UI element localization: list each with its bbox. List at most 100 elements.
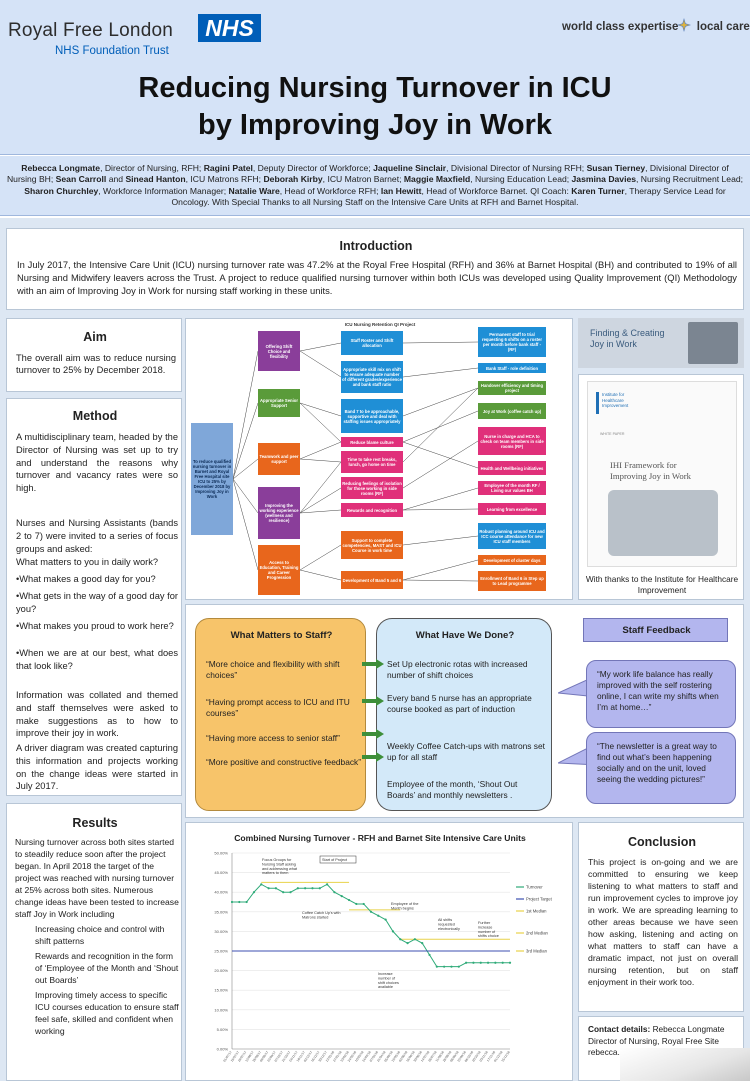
driver-connector [232,478,259,514]
driver-primary-box: Access to Education, Training and Career… [258,545,300,595]
driver-idea-box: Robust planning around ICU and ICC cours… [478,523,546,549]
method-question-3: •What makes you proud to work here? [16,621,174,631]
staff-feedback-banner: Staff Feedback [583,618,728,642]
chart-x-tick: 08/09/18 [449,1050,460,1063]
authors-list: Rebecca Longmate, Director of Nursing, R… [0,156,750,216]
method-paragraph-1: A multidisciplinary team, headed by the … [16,432,178,494]
chart-x-tick: 24/03/18 [361,1050,372,1063]
ihi-banner-line-2: Joy in Work [590,339,637,349]
chart-point [399,938,402,941]
driver-connector [299,569,342,581]
author-role: , ICU Matron Barnet; [322,174,404,185]
driver-secondary-box: Staff Roster and Shift allocation [341,331,403,355]
introduction-text: In July 2017, the Intensive Care Unit (I… [17,259,737,296]
author-role: , Head of Workforce RFH; [279,185,381,196]
chart-point [267,887,270,890]
chart-point [465,961,468,964]
chart-y-tick: 45.00% [214,870,228,875]
driver-idea-box: Permanent staff to trial requesting 6 sh… [478,327,546,357]
conclusion-panel: Conclusion This project is on-going and … [578,822,744,1012]
feedback-bubble-1: “My work life balance has really improve… [586,660,736,728]
ihi-framework-title: IHI Framework for Improving Joy in Work [610,460,691,482]
author-name: Ragini Patel [203,163,253,173]
contact-email[interactable]: rebecca.l [588,1047,622,1057]
chart-point [501,961,504,964]
driver-primary-box: Teamwork and peer support [258,443,300,475]
method-question-2: •What gets in the way of a good day for … [16,591,178,614]
chart-x-tick: 03/11/18 [479,1050,489,1062]
matters-quote-2: “Having prompt access to ICU and ITU cou… [206,697,350,719]
driver-connector [232,402,259,480]
driver-connector [402,559,479,581]
chart-series-turnover [232,883,510,968]
driver-root: To reduce qualified nursing turnover in … [191,423,233,535]
driver-idea-box: Handover efficiency and timing project [478,381,546,395]
aim-title: Aim [83,330,107,344]
driver-diagram-panel: ICU Nursing Retention QI Project To redu… [185,318,573,600]
driver-idea-box: Health and Wellbeing initiatives [478,461,546,475]
driver-idea-box: Joy at Work (coffee catch up) [478,403,546,419]
author-name: Ian Hewitt [380,185,422,196]
results-paragraph: Nursing turnover across both sites start… [15,837,179,919]
driver-connector [299,441,342,460]
driver-secondary-box: Reducing feelings of isolation for those… [341,477,403,499]
chart-point [428,953,431,957]
turnover-chart: 0.00%5.00%10.00%15.00%20.00%25.00%30.00%… [214,851,552,1063]
author-name: Rebecca Longmate [21,163,101,173]
chart-x-tick: 30/06/18 [413,1050,424,1063]
driver-connector [402,487,479,511]
done-action-4: Employee of the month, ‘Shout Out Boards… [387,779,518,801]
driver-connector [299,402,342,443]
results-panel: Results Nursing turnover across both sit… [6,803,182,1081]
chart-title: Combined Nursing Turnover - RFH and Barn… [234,833,526,843]
chart-y-tick: 40.00% [214,890,228,895]
author-name: Sean Carroll [55,174,107,185]
chart-y-tick: 15.00% [214,988,228,993]
author-role: and [106,174,126,185]
chart-point [230,900,234,904]
ihi-framework-line-2: Improving Joy in Work [610,471,691,481]
ihi-photo-icon [688,322,738,364]
chart-point [326,883,329,886]
chart-y-tick: 35.00% [214,909,228,914]
chart-point [406,942,409,945]
ihi-white-paper-label: WHITE PAPER [600,432,625,436]
chart-x-tick: 23/09/17 [266,1050,277,1063]
method-question-4: •When we are at our best, what does that… [16,648,178,671]
done-action-2: Every band 5 nurse has an appropriate co… [387,693,532,715]
ihi-thanks: With thanks to the Institute for Healthc… [585,574,739,595]
driver-secondary-box: Appropriate skill mix on shift to ensure… [341,361,403,393]
chart-x-tick: 13/01/18 [325,1050,336,1063]
chart-x-tick: 15/07/17 [230,1050,241,1063]
chart-x-tick: 10/03/18 [354,1050,365,1063]
chart-x-tick: 02/06/18 [398,1050,409,1063]
driver-primary-box: Offering Shift Choice and flexibility [258,331,300,371]
chart-x-tick: 26/08/17 [252,1050,263,1063]
chart-point [362,902,365,906]
chart-annotation: Start of Project [322,858,348,862]
chart-point [479,961,482,964]
author-name: Maggie Maxfield [403,174,471,185]
author-role: , Therapy Service Lead for Oncology. Wit… [171,185,726,208]
chart-y-tick: 10.00% [214,1007,228,1012]
chart-x-tick: 29/07/17 [237,1050,248,1063]
chart-point [457,965,460,968]
chart-x-tick: 16/06/18 [405,1050,416,1063]
matters-panel: What Matters to Staff? “More choice and … [185,604,744,818]
chart-x-tick: 10/02/18 [339,1050,350,1063]
chart-x-tick: 19/05/18 [391,1050,402,1063]
nhs-logo: NHS [198,14,261,42]
chart-point [355,902,358,906]
driver-connector [232,350,259,480]
author-role: , Deputy Director of Workforce; [252,163,374,173]
chart-point [340,895,343,898]
author-role: , Divisional Director of Nursing BH; [6,163,729,185]
chart-point [443,965,446,968]
conclusion-title: Conclusion [627,835,697,849]
chart-legend-label: Turnover [526,885,543,890]
driver-connector [402,410,479,443]
results-bullet-1: Increasing choice and control with shift… [35,924,165,946]
driver-idea-box: Bank Staff - role definition [478,363,546,373]
